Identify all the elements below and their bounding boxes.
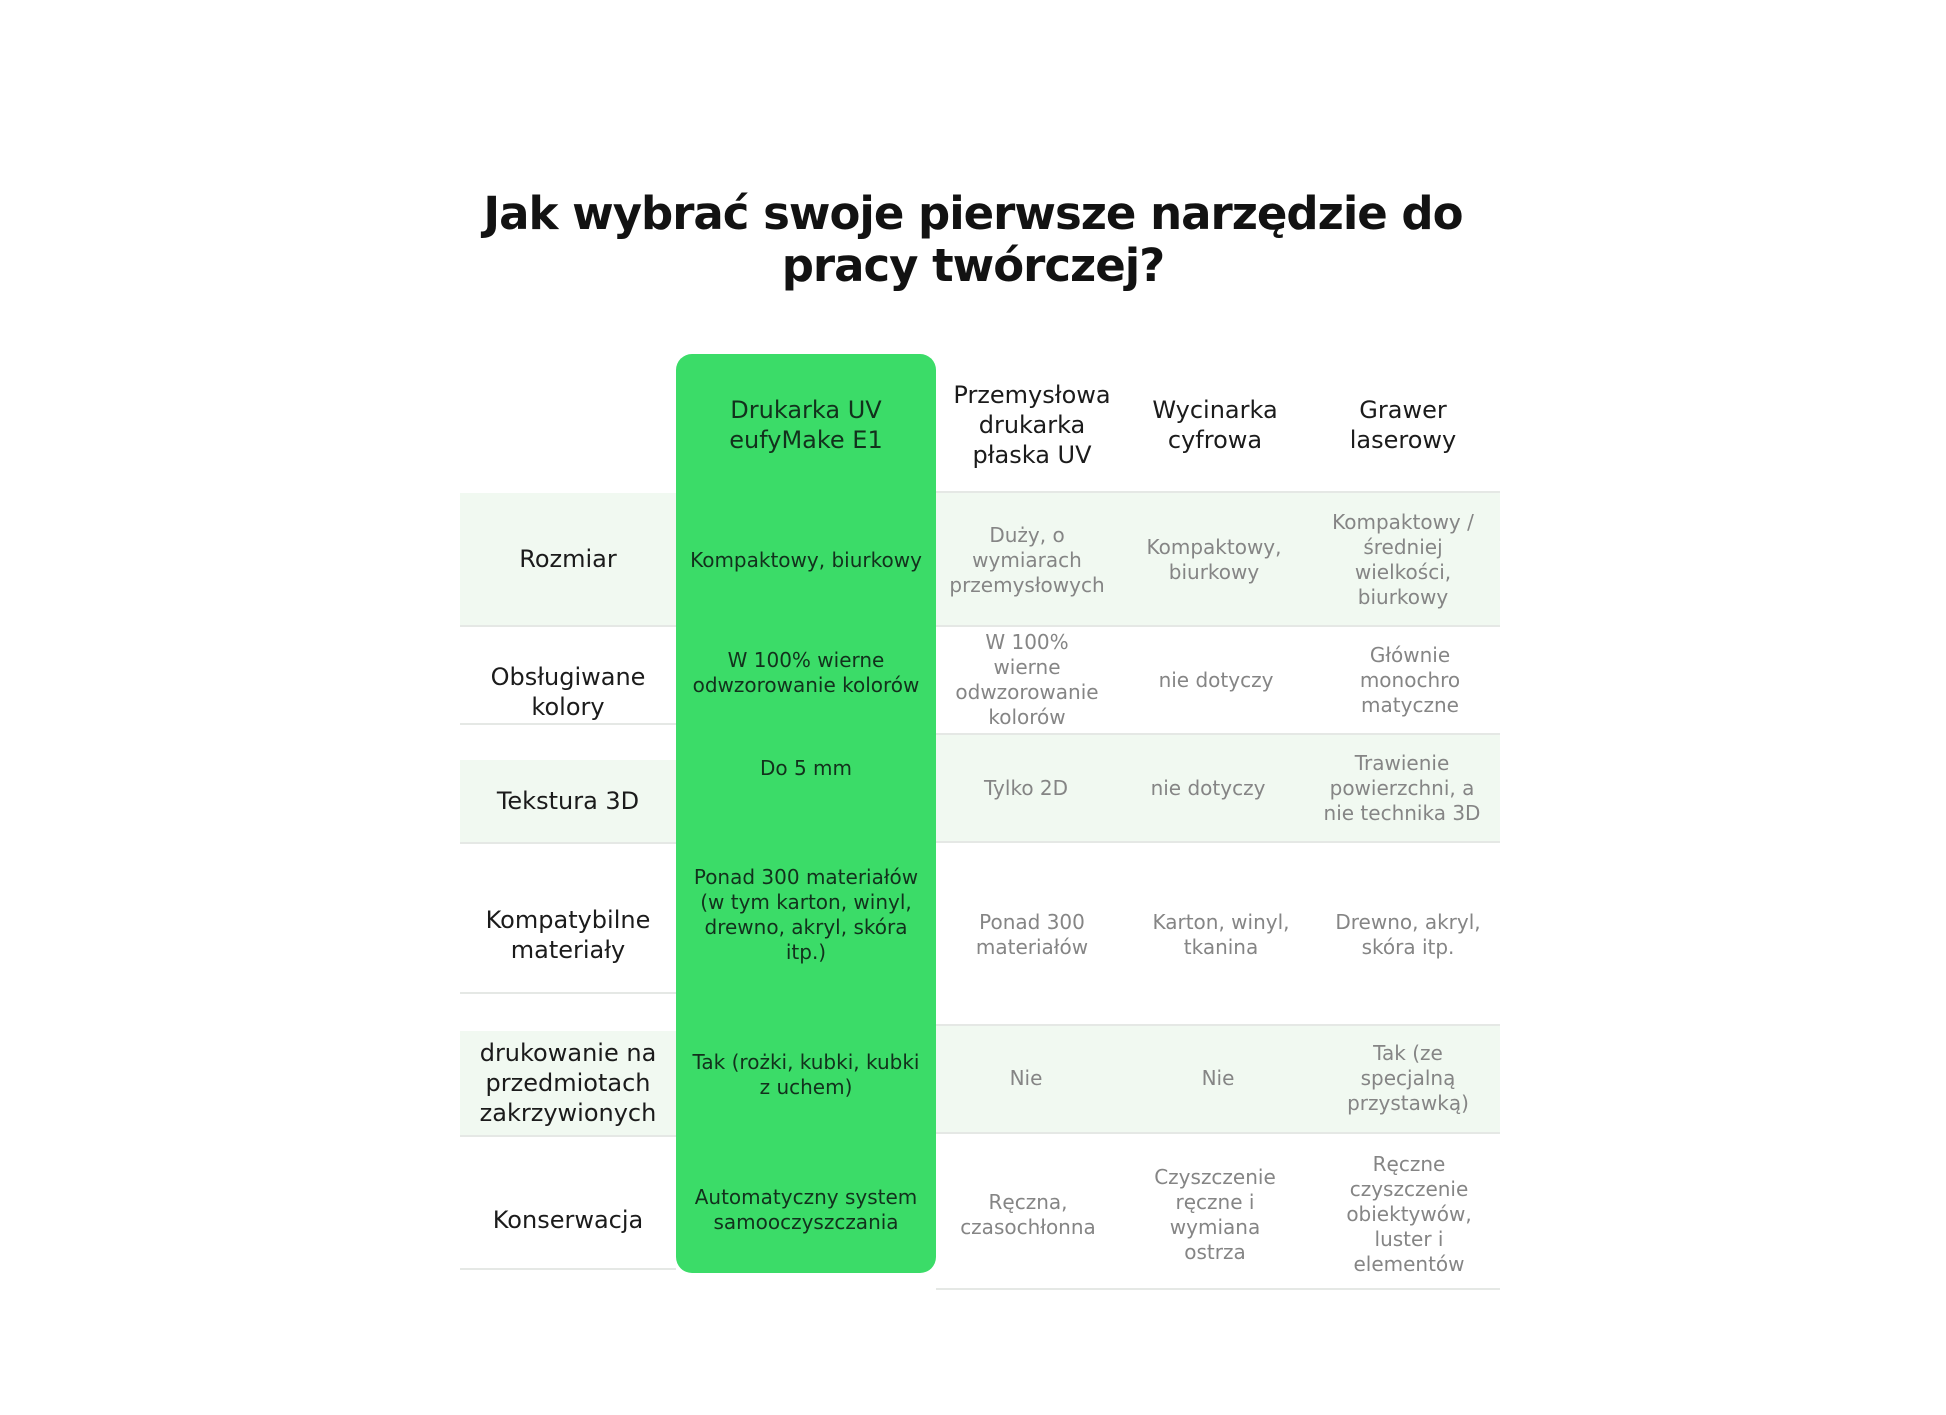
divider	[460, 992, 676, 994]
row-stripe-zakrzywione	[936, 1024, 1500, 1132]
cell-text: Głównie monochro matyczne	[1359, 642, 1461, 717]
cell-materialy-laser: Drewno, akryl, skóra itp.	[1330, 905, 1486, 965]
cell-materialy-cutter: Karton, winyl, tkanina	[1140, 905, 1302, 965]
cell-text: Trawienie powierzchni, a nie technika 3D	[1323, 750, 1481, 825]
cell-text: nie dotyczy	[1150, 775, 1266, 800]
row-stripe-rozmiar-label	[460, 493, 676, 625]
cell-tekstura-cutter: nie dotyczy	[1124, 768, 1292, 808]
cell-text: Drewno, akryl, skóra itp.	[1335, 910, 1481, 959]
cell-text: Karton, winyl, tkanina	[1152, 910, 1290, 959]
cell-text: Nie	[1201, 1065, 1235, 1090]
column-header-label: Drukarka UV eufyMake E1	[729, 396, 883, 454]
row-stripe-tekstura-label	[460, 760, 676, 842]
cell-zakrzywione-laser: Tak (ze specjalną przystawką)	[1340, 1038, 1476, 1118]
cell-konserwacja-cutter: Czyszczenie ręczne i wymiana ostrza	[1150, 1160, 1280, 1270]
cell-text: Kompaktowy, biurkowy	[1146, 535, 1282, 584]
divider	[460, 625, 676, 627]
cell-kolory-eufymake: W 100% wierne odwzorowanie kolorów	[686, 638, 926, 708]
cell-text: Ponad 300 materiałów (w tym karton, winy…	[693, 865, 919, 964]
row-label-text: Konserwacja	[492, 1206, 644, 1234]
row-label-konserwacja: Konserwacja	[460, 1180, 676, 1260]
cell-text: Czyszczenie ręczne i wymiana ostrza	[1154, 1165, 1276, 1264]
cell-text: Ponad 300 materiałów	[975, 910, 1089, 959]
cell-tekstura-eufymake: Do 5 mm	[686, 750, 926, 786]
divider	[460, 1135, 676, 1137]
divider	[936, 491, 1500, 493]
cell-tekstura-industrial: Tylko 2D	[946, 768, 1106, 808]
cell-rozmiar-laser: Kompaktowy / średniej wielkości, biurkow…	[1326, 505, 1480, 615]
cell-konserwacja-laser: Ręczne czyszczenie obiektywów, luster i …	[1336, 1148, 1482, 1280]
row-label-text: Obsługiwane kolory	[490, 663, 646, 721]
cell-zakrzywione-eufymake: Tak (rożki, kubki, kubki z uchem)	[690, 1045, 922, 1105]
cell-tekstura-laser: Trawienie powierzchni, a nie technika 3D	[1322, 748, 1482, 828]
row-label-text: Tekstura 3D	[496, 787, 640, 815]
cell-zakrzywione-industrial: Nie	[946, 1058, 1106, 1098]
row-label-text: drukowanie na przedmiotach zakrzywionych	[479, 1039, 657, 1127]
column-header-label: Wycinarka cyfrowa	[1152, 396, 1278, 454]
cell-text: Tak (ze specjalną przystawką)	[1347, 1040, 1469, 1115]
cell-text: Do 5 mm	[759, 755, 853, 780]
row-label-text: Rozmiar	[519, 545, 617, 573]
cell-text: Automatyczny system samooczyszczania	[694, 1185, 918, 1234]
row-label-zakrzywione: drukowanie na przedmiotach zakrzywionych	[460, 1031, 676, 1135]
cell-text: Kompaktowy / średniej wielkości, biurkow…	[1332, 510, 1474, 609]
cell-rozmiar-industrial: Duży, o wymiarach przemysłowych	[946, 510, 1108, 610]
highlighted-column	[676, 354, 936, 1273]
divider	[460, 1268, 676, 1270]
divider	[936, 733, 1500, 735]
cell-kolory-laser: Głównie monochro matyczne	[1350, 640, 1470, 720]
cell-text: nie dotyczy	[1158, 667, 1274, 692]
column-header-laser-engraver: Grawer laserowy	[1318, 385, 1488, 465]
cell-materialy-eufymake: Ponad 300 materiałów (w tym karton, winy…	[692, 860, 920, 970]
cell-text: Ręczne czyszczenie obiektywów, luster i …	[1346, 1151, 1472, 1276]
divider	[936, 625, 1500, 627]
divider	[936, 841, 1500, 843]
cell-text: Tak (rożki, kubki, kubki z uchem)	[692, 1050, 920, 1099]
title-line-1: Jak wybrać swoje pierwsze narzędzie do	[483, 187, 1463, 240]
cell-konserwacja-industrial: Ręczna, czasochłonna	[946, 1180, 1110, 1250]
row-label-obslugiwane-kolory: Obsługiwane kolory	[460, 652, 676, 732]
row-label-rozmiar: Rozmiar	[460, 493, 676, 625]
column-header-digital-cutter: Wycinarka cyfrowa	[1130, 385, 1300, 465]
cell-text: W 100% wierne odwzorowanie kolorów	[955, 630, 1099, 729]
divider	[460, 842, 676, 844]
cell-text: W 100% wierne odwzorowanie kolorów	[692, 648, 920, 697]
cell-text: Nie	[1009, 1065, 1043, 1090]
column-header-label: Przemysłowa drukarka płaska UV	[953, 381, 1111, 469]
row-stripe-rozmiar	[936, 493, 1500, 625]
divider	[936, 1132, 1500, 1134]
divider	[460, 723, 676, 725]
column-header-industrial-uv: Przemysłowa drukarka płaska UV	[942, 375, 1122, 475]
cell-zakrzywione-cutter: Nie	[1134, 1058, 1302, 1098]
row-stripe-zakrzywione-label	[460, 1031, 676, 1135]
cell-rozmiar-cutter: Kompaktowy, biurkowy	[1132, 510, 1296, 610]
cell-text: Kompaktowy, biurkowy	[690, 547, 922, 572]
cell-text: Ręczna, czasochłonna	[960, 1190, 1096, 1239]
cell-kolory-cutter: nie dotyczy	[1132, 640, 1300, 720]
divider	[936, 1024, 1500, 1026]
cell-rozmiar-eufymake: Kompaktowy, biurkowy	[686, 510, 926, 610]
row-label-tekstura-3d: Tekstura 3D	[460, 760, 676, 842]
divider	[936, 1288, 1500, 1290]
cell-text: Duży, o wymiarach przemysłowych	[949, 522, 1105, 597]
cell-konserwacja-eufymake: Automatyczny system samooczyszczania	[692, 1180, 920, 1240]
page-title: Jak wybrać swoje pierwsze narzędzie do p…	[0, 188, 1946, 292]
title-line-2: pracy twórczej?	[781, 239, 1166, 292]
cell-kolory-industrial: W 100% wierne odwzorowanie kolorów	[950, 630, 1104, 729]
column-header-eufymake-e1: Drukarka UV eufyMake E1	[700, 385, 912, 465]
row-stripe-tekstura	[936, 733, 1500, 841]
row-label-text: Kompatybilne materiały	[485, 906, 651, 964]
column-header-label: Grawer laserowy	[1349, 396, 1457, 454]
cell-text: Tylko 2D	[983, 775, 1069, 800]
row-label-kompatybilne-materialy: Kompatybilne materiały	[460, 895, 676, 975]
cell-materialy-industrial: Ponad 300 materiałów	[962, 905, 1102, 965]
